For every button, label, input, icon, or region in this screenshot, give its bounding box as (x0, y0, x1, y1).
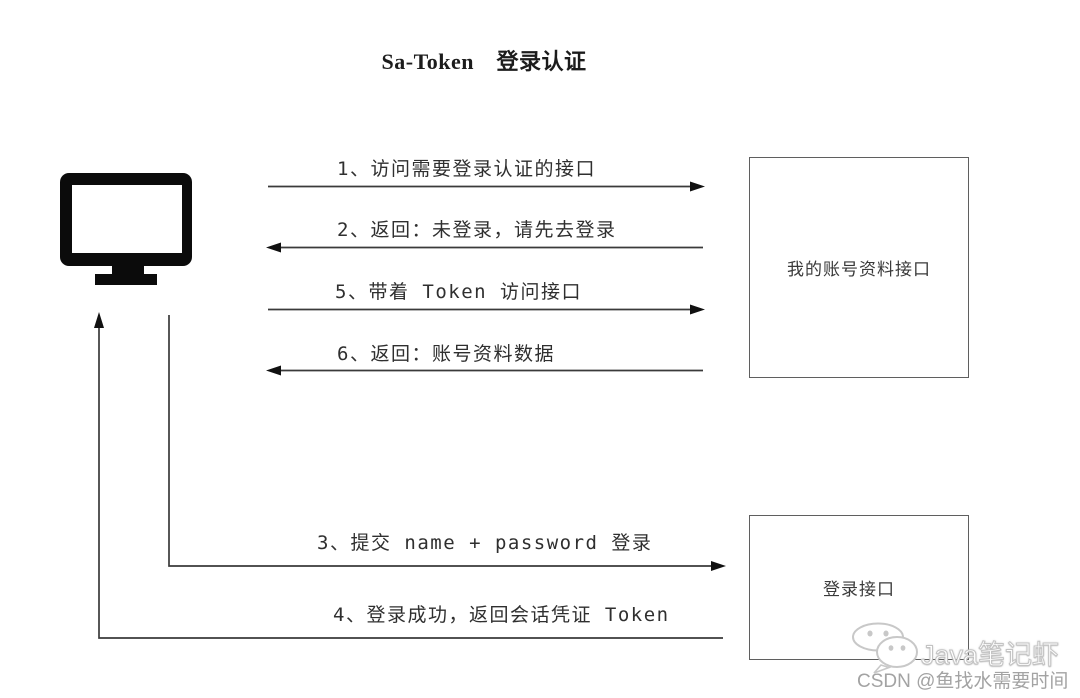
login-api-label: 登录接口 (823, 580, 895, 600)
message-label-4: 4、登录成功，返回会话凭证 Token (333, 604, 670, 626)
arrow-msg2-left (266, 242, 703, 253)
profile-api-label: 我的账号资料接口 (787, 260, 931, 280)
profile-api-box: 我的账号资料接口 (749, 157, 969, 378)
arrow-msg3-right (168, 315, 726, 571)
diagram-title: Sa-Token 登录认证 (381, 49, 587, 74)
message-label-3: 3、提交 name + password 登录 (317, 532, 653, 554)
arrow-msg1-right (268, 181, 705, 192)
arrow-msg5-right (268, 304, 705, 315)
arrow-msg6-left (266, 365, 703, 376)
computer-icon (60, 173, 192, 285)
message-label-2: 2、返回：未登录，请先去登录 (337, 219, 617, 241)
login-api-box: 登录接口 (749, 515, 969, 660)
message-label-6: 6、返回：账号资料数据 (337, 343, 555, 365)
message-label-5: 5、带着 Token 访问接口 (335, 281, 583, 303)
message-label-1: 1、访问需要登录认证的接口 (337, 158, 596, 180)
arrow-msg4-left (94, 312, 723, 639)
